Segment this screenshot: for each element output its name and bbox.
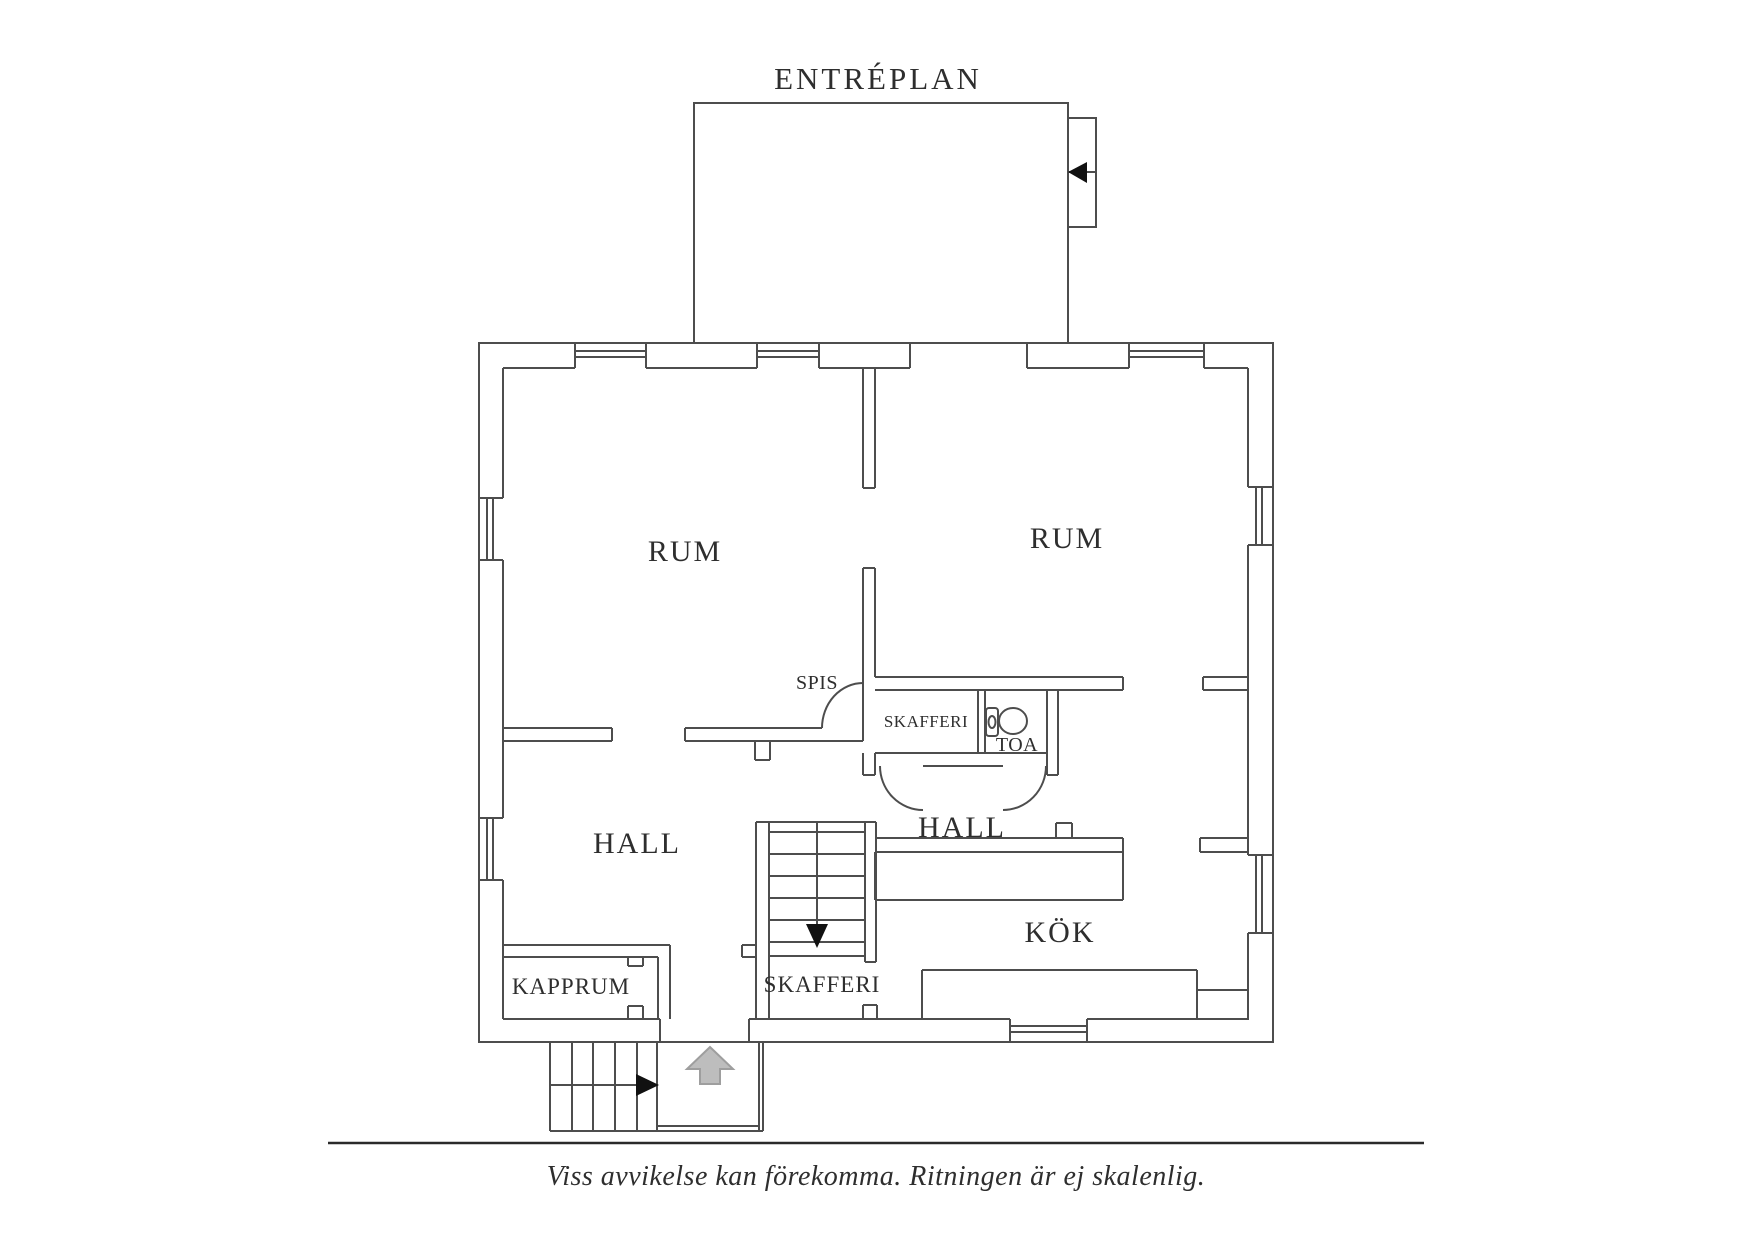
top-wall-inner (503, 343, 1248, 369)
disclaimer-text: Viss avvikelse kan förekomma. Ritningen … (547, 1161, 1206, 1192)
window-left-lower-icon (486, 818, 494, 880)
window-bottom-icon (1010, 1025, 1087, 1033)
fireplace-arc (821, 682, 864, 729)
door-swing-left (879, 765, 924, 811)
room-label-kapprum: KAPPRUM (512, 974, 630, 999)
right-wall-inner (1247, 368, 1273, 1020)
window-right-upper-icon (1255, 487, 1263, 545)
porch-entry-arrow-icon (1068, 162, 1087, 183)
window-top-right-icon (1128, 343, 1205, 368)
entrance-platform (657, 1042, 764, 1132)
left-wall-inner (479, 368, 504, 1019)
room-label-kok: KÖK (1025, 916, 1096, 949)
window-right-lower-icon (1255, 855, 1263, 933)
window-top-left-icon (574, 343, 647, 368)
porch-outline (693, 102, 1069, 343)
toilet-icon (985, 707, 1028, 737)
walls-group (478, 102, 1274, 1132)
room-label-hall-left: HALL (593, 827, 681, 860)
kapprum-walls (503, 944, 671, 1019)
room-label-toa: TOA (996, 734, 1038, 756)
rum-hall-wall (503, 727, 863, 761)
room-label-skafferi-lower: SKAFFERI (764, 972, 881, 997)
stairs-down-arrow-icon (806, 924, 828, 948)
building-outer-wall (478, 342, 1274, 1043)
exterior-stairs-arrow-icon (636, 1074, 659, 1096)
room-label-spis: SPIS (796, 672, 838, 694)
kitchen-counter-top (874, 852, 1124, 901)
window-top-middle-icon (756, 343, 820, 368)
bottom-wall-inner (503, 1018, 1248, 1042)
rum-divider-wall (862, 368, 876, 776)
window-left-upper-icon (486, 498, 494, 560)
room-label-rum-right: RUM (1030, 522, 1104, 555)
lower-pantry-walls (862, 1004, 878, 1019)
hall-kok-wall (875, 822, 1248, 853)
room-label-skafferi-pantry: SKAFFERI (884, 712, 968, 731)
entrance-up-arrow-icon (684, 1045, 736, 1085)
kitchen-counter-bottom (921, 969, 1248, 1019)
plan-title: ENTRÉPLAN (774, 61, 982, 96)
door-swing-right (1002, 765, 1047, 811)
room-label-hall-center: HALL (918, 811, 1006, 844)
room-label-rum-left: RUM (648, 535, 722, 568)
